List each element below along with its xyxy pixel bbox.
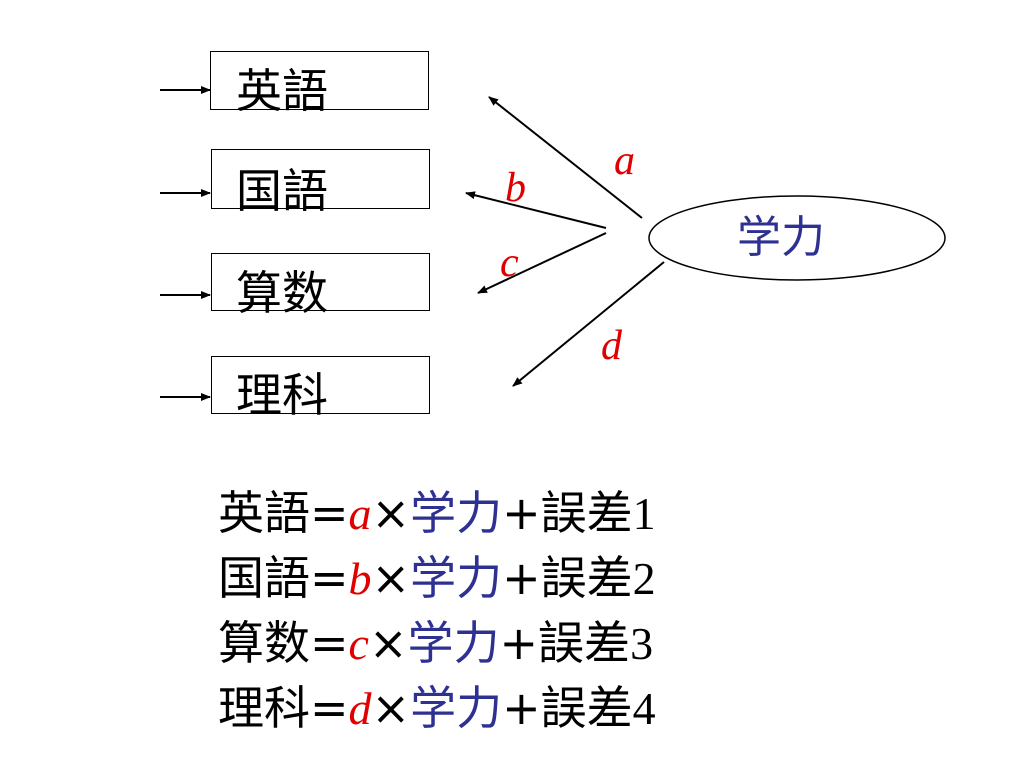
latent-ellipse (648, 195, 946, 281)
equation-lhs: 理科 (218, 681, 310, 735)
equation-coefficient: a (348, 488, 372, 539)
equation-times: × (371, 681, 411, 735)
equation-lhs: 国語 (218, 551, 310, 605)
equation-error: +誤差 (502, 551, 633, 605)
observed-box-science (211, 356, 430, 414)
loading-arrow-a (488, 96, 643, 219)
observed-label-english: 英語 (236, 64, 328, 118)
equation-equals: = (310, 486, 349, 540)
equation-times: × (371, 486, 411, 540)
coefficient-b: b (505, 165, 526, 211)
latent-label: 学力 (737, 212, 825, 263)
equation-4: 理科=d×学力+誤差4 (218, 683, 656, 734)
coefficient-c: c (500, 240, 519, 286)
equation-equals: = (310, 681, 349, 735)
equation-error-index: 3 (630, 618, 654, 669)
equation-factor: 学力 (410, 681, 503, 735)
loading-arrow-c (477, 232, 607, 294)
equation-coefficient: d (348, 683, 372, 734)
observed-label-japanese: 国語 (236, 164, 328, 218)
equation-factor: 学力 (407, 616, 500, 670)
equation-error-index: 2 (632, 553, 656, 604)
equation-3: 算数=c×学力+誤差3 (218, 618, 653, 669)
equation-factor: 学力 (410, 551, 503, 605)
equation-coefficient: b (348, 553, 372, 604)
equation-2: 国語=b×学力+誤差2 (218, 553, 656, 604)
equation-1: 英語=a×学力+誤差1 (218, 488, 656, 539)
equation-error: +誤差 (499, 616, 631, 670)
equation-times: × (368, 616, 408, 670)
observed-box-math (211, 253, 430, 311)
observed-label-math: 算数 (236, 266, 328, 320)
equation-error-index: 4 (632, 683, 656, 734)
coefficient-a: a (614, 138, 635, 184)
coefficient-d: d (601, 323, 622, 369)
equation-error-index: 1 (632, 488, 656, 539)
observed-box-english (210, 51, 429, 110)
equation-error: +誤差 (502, 681, 633, 735)
observed-label-science: 理科 (236, 368, 328, 422)
equation-lhs: 英語 (218, 486, 310, 540)
equation-factor: 学力 (410, 486, 503, 540)
loading-arrow-b (465, 191, 607, 229)
observed-box-japanese (211, 149, 430, 209)
equation-equals: = (310, 616, 349, 670)
equation-times: × (371, 551, 411, 605)
equation-lhs: 算数 (218, 616, 310, 670)
loading-arrow-d (512, 261, 665, 387)
equation-error: +誤差 (502, 486, 633, 540)
equation-coefficient: c (348, 618, 369, 669)
equation-equals: = (310, 551, 349, 605)
